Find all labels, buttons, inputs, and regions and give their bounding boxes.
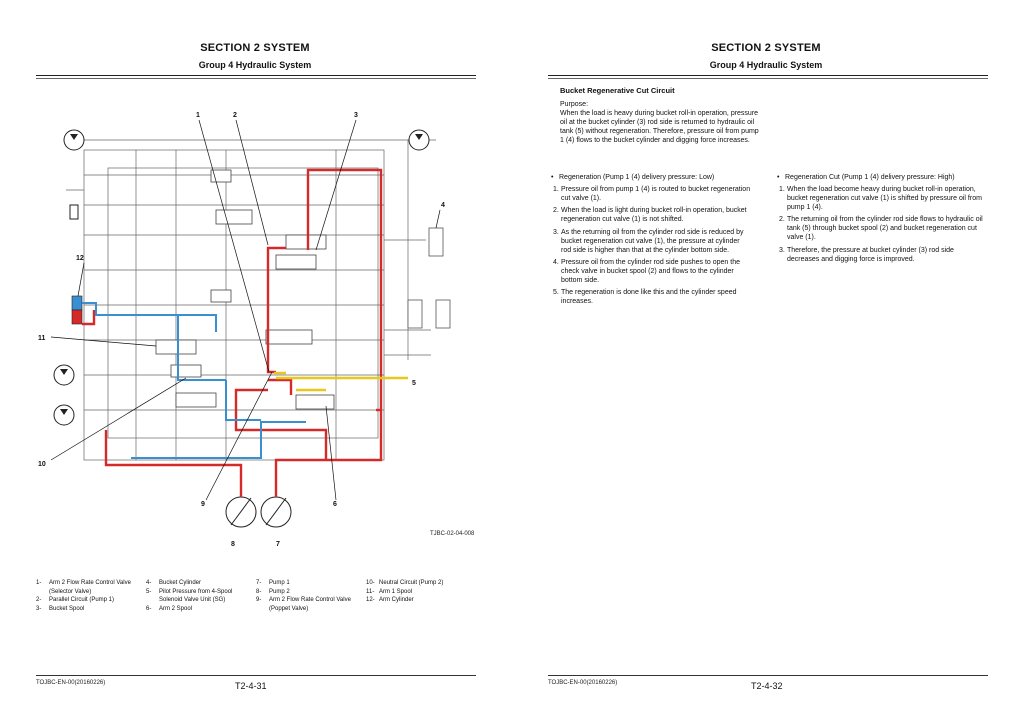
- legend-item: 8-Pump 2: [256, 588, 290, 595]
- hydraulic-circuit-diagram: 1 2 3 4 5 6 7 8 9 10 11 12: [38, 112, 451, 548]
- list-item: 2.The returning oil from the cylinder ro…: [779, 216, 983, 242]
- callout-7: 7: [276, 541, 280, 548]
- list-item: 1.Pressure oil from pump 1 (4) is routed…: [553, 186, 751, 203]
- callout-8: 8: [231, 541, 235, 548]
- callout-12: 12: [76, 255, 84, 262]
- list-item: 4.Pressure oil from the cylinder rod sid…: [553, 258, 740, 284]
- regeneration-column: • Regeneration (Pump 1 (4) delivery press…: [551, 173, 751, 306]
- legend-item: 7-Pump 1: [256, 580, 290, 586]
- callout-5: 5: [412, 380, 416, 387]
- callout-4: 4: [441, 202, 445, 209]
- header-rule-thin: [548, 78, 988, 79]
- page-number: T2-4-32: [751, 681, 783, 691]
- list-item: 5.The regeneration is done like this and…: [553, 288, 737, 305]
- footer-rule: [548, 675, 988, 676]
- list-item: 3.Therefore, the pressure at bucket cyli…: [779, 246, 954, 263]
- list-item: 3.As the returning oil from the cylinder…: [553, 228, 744, 254]
- footer-rule: [36, 675, 476, 676]
- purpose-label: Purpose:: [560, 101, 589, 108]
- legend-item: 10-Neutral Circuit (Pump 2): [366, 580, 444, 586]
- legend-item: 11-Arm 1 Spool: [366, 588, 413, 595]
- callout-9: 9: [201, 501, 205, 508]
- footer-code: TOJBC-EN-00(20160226): [36, 680, 106, 686]
- legend-item: 4-Bucket Cylinder: [146, 580, 202, 586]
- footer-code: TOJBC-EN-00(20160226): [548, 680, 618, 686]
- right-page: SECTION 2 SYSTEM Group 4 Hydraulic Syste…: [511, 0, 1021, 726]
- callout-10: 10: [38, 461, 46, 468]
- left-page: SECTION 2 SYSTEM Group 4 Hydraulic Syste…: [0, 0, 510, 726]
- callout-2: 2: [233, 112, 237, 119]
- legend-item: 1-Arm 2 Flow Rate Control Valve (Selecto…: [36, 580, 131, 595]
- list-item: 1.When the load become heavy during buck…: [779, 186, 982, 212]
- purpose-text: When the load is heavy during bucket rol…: [560, 110, 759, 144]
- bullet-icon: •: [551, 174, 554, 181]
- legend-item: 5-Pilot Pressure from 4-Spool Solenoid V…: [146, 588, 233, 604]
- callout-3: 3: [354, 112, 358, 119]
- legend-item: 6-Arm 2 Spool: [146, 605, 193, 612]
- bullet-icon: •: [777, 174, 780, 181]
- legend-item: 12-Arm Cylinder: [366, 597, 414, 603]
- list-item: 2.When the load is light during bucket r…: [553, 207, 747, 224]
- legend-item: 2-Parallel Circuit (Pump 1): [36, 597, 115, 603]
- bullet-heading: Regeneration Cut (Pump 1 (4) delivery pr…: [785, 174, 955, 181]
- callout-1: 1: [196, 112, 200, 119]
- group-title: Group 4 Hydraulic System: [198, 60, 312, 70]
- section-title: SECTION 2 SYSTEM: [711, 42, 821, 54]
- regeneration-cut-column: • Regeneration Cut (Pump 1 (4) delivery p…: [777, 173, 987, 264]
- callout-11: 11: [38, 335, 46, 342]
- legend-item: 9-Arm 2 Flow Rate Control Valve (Poppet …: [256, 597, 351, 612]
- header-rule: [548, 75, 988, 76]
- purpose-block: Purpose: When the load is heavy during b…: [560, 100, 760, 145]
- callout-6: 6: [333, 501, 337, 508]
- bullet-heading: Regeneration (Pump 1 (4) delivery pressu…: [559, 174, 715, 181]
- legend-item: 3-Bucket Spool: [36, 605, 85, 612]
- circuit-heading: Bucket Regenerative Cut Circuit: [560, 86, 675, 95]
- page-number: T2-4-31: [235, 681, 267, 691]
- diagram-reference: TJBC-02-04-008: [430, 531, 475, 537]
- group-title: Group 4 Hydraulic System: [709, 60, 823, 70]
- section-title: SECTION 2 SYSTEM: [200, 42, 310, 54]
- header-rule-thin: [36, 78, 476, 79]
- header-rule: [36, 75, 476, 76]
